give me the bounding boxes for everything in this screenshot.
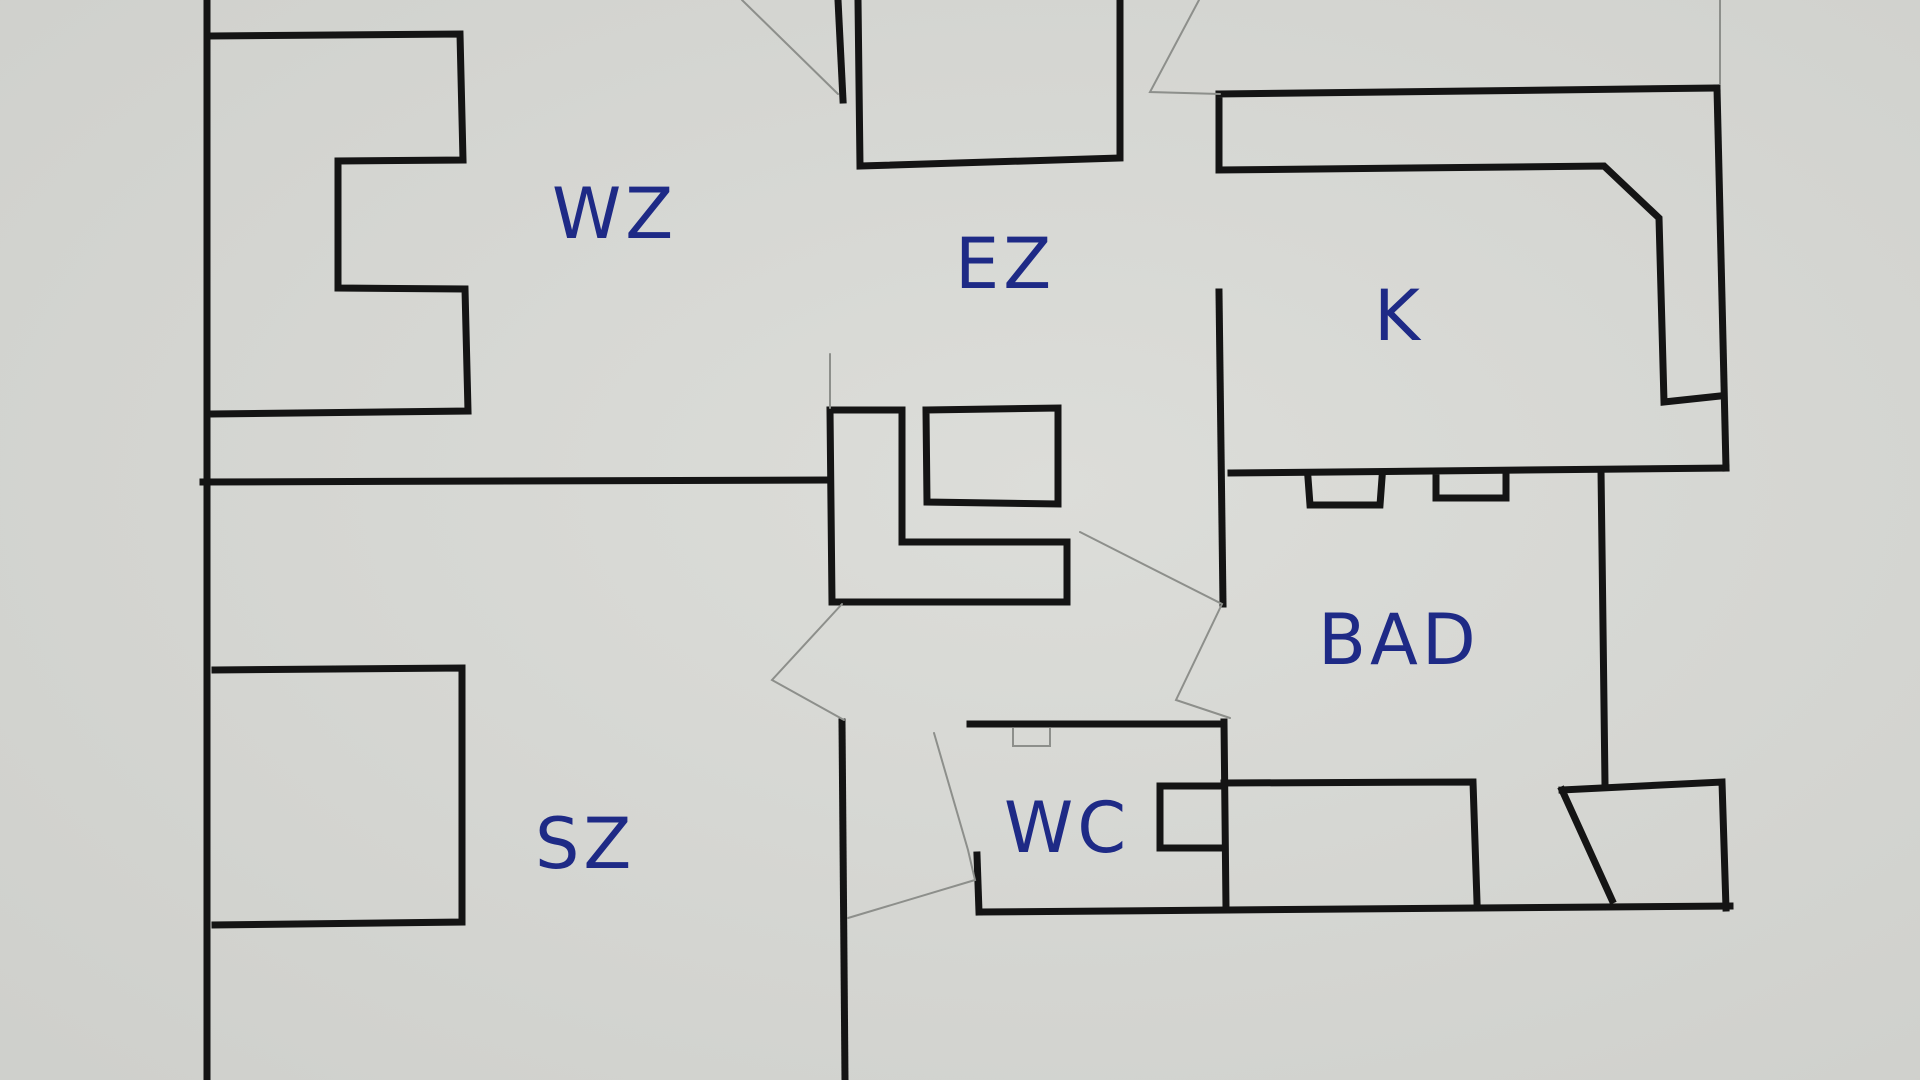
room-label-sz: SZ — [535, 803, 635, 885]
bad-bathtub — [1220, 778, 1481, 906]
ez-top-left-post — [834, 0, 847, 104]
wc-door-swing — [847, 732, 977, 919]
room-label-wz: WZ — [552, 173, 677, 255]
bad-sink-left — [1304, 474, 1386, 509]
room-label-ez: EZ — [955, 223, 1055, 305]
kitchen-counter — [1215, 84, 1724, 406]
ez-bad-door-swing — [1079, 531, 1231, 719]
bad-right-wall — [1597, 466, 1609, 788]
bad-sink-right — [1432, 472, 1510, 502]
sz-wc-wall — [838, 718, 849, 1080]
wc-left-wall-stub — [973, 851, 983, 916]
wc-toilet-box — [1156, 782, 1228, 852]
ez-kitchen-wall — [1215, 288, 1227, 608]
kitchen-bad-wall — [1227, 464, 1730, 477]
wz-couch — [207, 30, 472, 418]
central-small-table — [922, 404, 1062, 508]
room-label-bad: BAD — [1318, 599, 1480, 681]
bad-shower-tray — [1557, 778, 1730, 912]
kitchen-right-wall — [1713, 84, 1730, 472]
bottom-bathroom-wall — [976, 902, 1734, 916]
sz-bed — [211, 664, 466, 929]
kitchen-door-swing — [1148, 0, 1221, 95]
wz-ez-dividing-wall — [199, 476, 832, 486]
central-l-unit — [826, 406, 1071, 606]
wc-small-box — [1012, 727, 1051, 747]
wz-door-swing — [741, 0, 839, 95]
wc-bad-wall — [1220, 718, 1230, 912]
room-label-k: K — [1374, 275, 1424, 357]
sz-door-swing — [770, 603, 845, 721]
ez-top-cabinet — [854, 0, 1124, 170]
room-label-wc: WC — [1004, 787, 1130, 869]
